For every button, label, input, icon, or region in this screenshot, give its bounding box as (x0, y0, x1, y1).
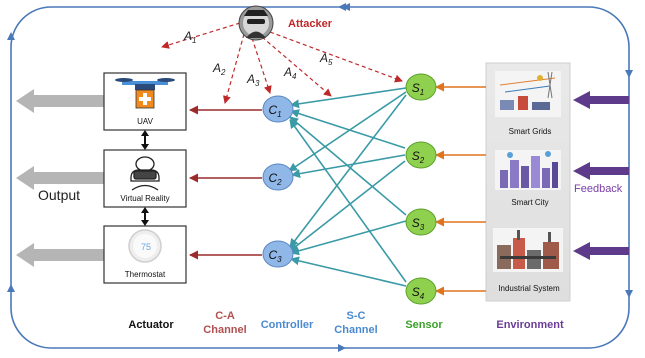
controllers: C1 C2 C3 (262, 95, 294, 268)
feedback-label: Feedback (574, 183, 623, 195)
sensor-s2-label: S2 (412, 149, 425, 165)
controller-c1-label: C1 (268, 103, 281, 119)
output-arrow-thermostat (16, 243, 104, 267)
industrial-system: Industrial System (493, 228, 563, 293)
vr-headset-icon (130, 156, 160, 191)
smart-city: Smart City (495, 150, 561, 207)
attack-line-3 (251, 37, 272, 94)
actuator-uav[interactable]: UAV (103, 72, 187, 131)
attack-line-5 (269, 31, 403, 83)
output-label: Output (38, 187, 80, 203)
ca-channel-arrows (189, 105, 262, 260)
controller-c3-label: C3 (268, 248, 282, 264)
sensor-s4[interactable]: S4 (405, 277, 437, 305)
loop-arrow-right-bottom (625, 290, 633, 298)
controller-c2-label: C2 (268, 171, 282, 187)
loop-arrow-left-top (7, 32, 15, 40)
attack-label-5: A5 (319, 51, 333, 67)
output-arrow-uav (16, 89, 104, 113)
sensor-s3-label: S3 (412, 216, 425, 232)
actuator-thermostat[interactable]: 75 Thermostat (103, 225, 187, 284)
drone-icon (115, 78, 175, 109)
bottom-labels: Actuator C-A Channel Controller S-C Chan… (128, 310, 564, 336)
actuator-heading: Actuator (128, 319, 174, 331)
actuator-links (141, 130, 149, 226)
sensors: S1 S2 S3 S4 (405, 73, 437, 305)
factory-icon (493, 228, 563, 272)
sensor-s4-label: S4 (412, 285, 425, 301)
industrial-label: Industrial System (498, 284, 560, 293)
uav-label: UAV (137, 117, 154, 126)
attack-label-4: A4 (283, 65, 297, 81)
attacker[interactable]: Attacker (238, 5, 333, 41)
sensor-input-arrows (435, 82, 486, 296)
loop-arrow-top (338, 3, 346, 11)
vr-label: Virtual Reality (120, 194, 169, 203)
attack-label-1: A1 (183, 29, 196, 45)
actuator-vr[interactable]: Virtual Reality (103, 149, 187, 208)
environment-heading: Environment (496, 319, 564, 331)
ca-channel-heading-line1: C-A (215, 310, 235, 322)
attack-line-4 (261, 36, 332, 97)
output-arrow-vr (16, 166, 104, 190)
attacker-label: Attacker (288, 18, 333, 30)
sc-channel-heading-line1: S-C (347, 310, 366, 322)
attack-line-1 (161, 22, 241, 49)
sensor-s2[interactable]: S2 (405, 141, 437, 169)
smart-grid-icon (495, 71, 561, 117)
loop-arrow-right-top (625, 70, 633, 78)
attack-lines (161, 22, 403, 104)
sensor-s1[interactable]: S1 (405, 73, 437, 101)
feedback-arrows (573, 91, 629, 260)
attack-label-2: A2 (212, 61, 226, 77)
smart-grids-label: Smart Grids (509, 127, 552, 136)
loop-arrow-bottom (338, 344, 346, 352)
sc-channel-links (288, 87, 407, 287)
controller-c3[interactable]: C3 (262, 240, 294, 268)
attack-label-3: A3 (246, 72, 260, 88)
output-arrows (16, 89, 104, 267)
sensor-s3[interactable]: S3 (405, 208, 437, 236)
controller-c2[interactable]: C2 (262, 163, 294, 191)
loop-arrow-left-bottom (7, 284, 15, 292)
attack-line-2 (223, 33, 245, 104)
controller-c1[interactable]: C1 (262, 95, 294, 123)
sensor-s1-label: S1 (412, 81, 424, 97)
thermostat-reading: 75 (141, 242, 151, 252)
controller-heading: Controller (261, 319, 314, 331)
sc-channel-heading-line2: Channel (334, 324, 377, 336)
thermostat-label: Thermostat (125, 270, 166, 279)
smart-grids: Smart Grids (495, 71, 561, 136)
attack-labels: A1 A2 A3 A4 A5 (183, 29, 333, 88)
smart-city-label: Smart City (511, 198, 548, 207)
outer-loop (7, 3, 633, 352)
sensor-heading: Sensor (405, 319, 443, 331)
smart-city-icon (495, 150, 561, 190)
ca-channel-heading-line2: Channel (203, 324, 246, 336)
